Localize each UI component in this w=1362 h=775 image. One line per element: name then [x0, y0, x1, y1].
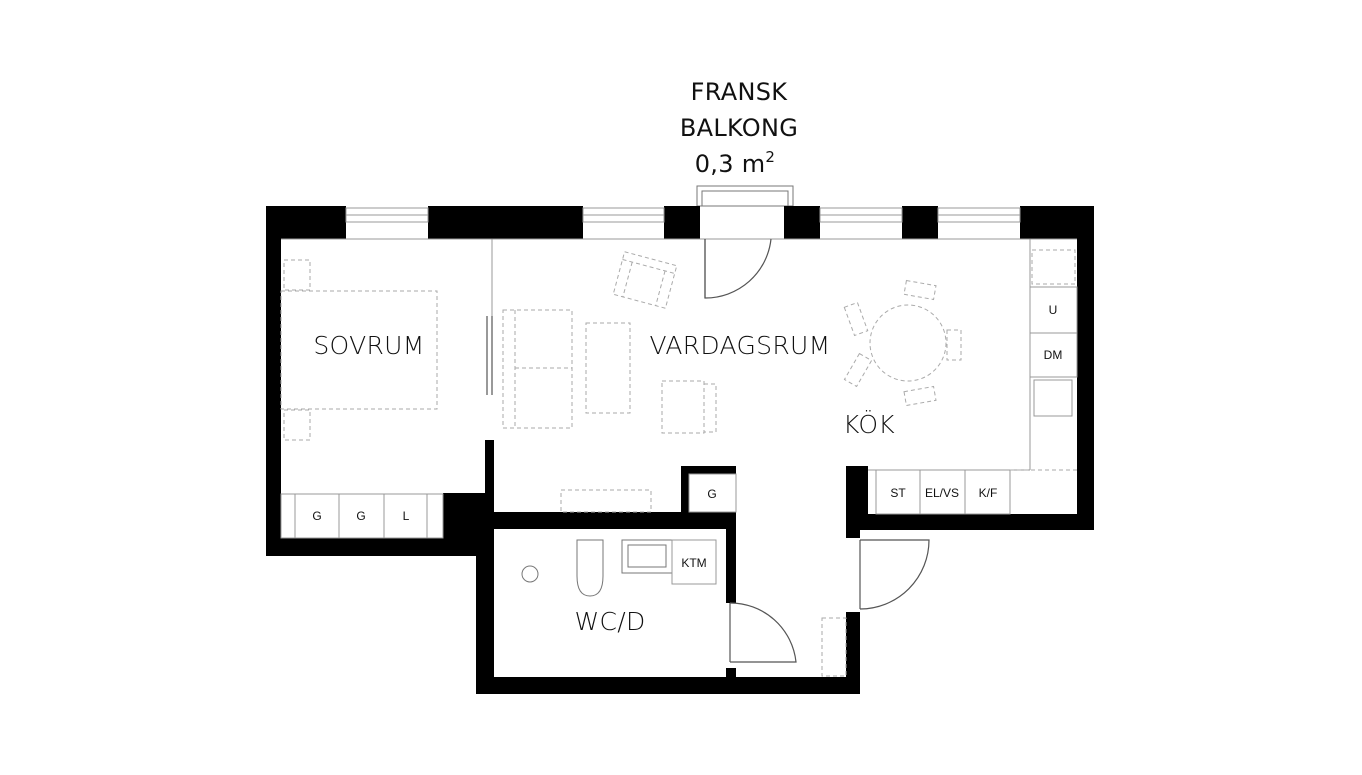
room-label-sovrum: SOVRUM: [313, 331, 424, 360]
balcony-area-value: 0,3 m: [695, 150, 766, 178]
kitchen-dm: DM: [1044, 348, 1063, 362]
kitchen-st: ST: [890, 486, 906, 500]
wardrobe-l: L: [403, 509, 410, 523]
balcony-area: 0,3 m2: [695, 148, 776, 178]
balcony-label-line2: BALKONG: [680, 114, 798, 142]
windows: [281, 207, 1077, 240]
dining-furniture: [843, 279, 962, 407]
room-label-vardagsrum: VARDAGSRUM: [650, 331, 831, 360]
bathroom-fixtures: KTM: [521, 539, 847, 677]
room-labels: SOVRUM VARDAGSRUM KÖK WC/D: [313, 331, 895, 636]
kitchen-el-vs: EL/VS: [925, 486, 959, 500]
french-balcony-rail: [696, 185, 794, 207]
room-label-kok: KÖK: [843, 409, 895, 439]
walls: [266, 206, 1094, 694]
kitchen-u: U: [1049, 303, 1058, 317]
kitchen-counter: U DM ST EL/VS K/F: [875, 249, 1078, 515]
doors: [704, 238, 930, 663]
wardrobe-g1: G: [312, 509, 321, 523]
balcony-area-sup: 2: [765, 148, 775, 166]
room-label-wc: WC/D: [574, 607, 645, 636]
balcony-label: FRANSK BALKONG 0,3 m2: [680, 78, 798, 178]
bedroom-furniture: G G L: [280, 259, 444, 539]
closet: G: [688, 473, 737, 513]
wardrobe-g2: G: [356, 509, 365, 523]
kitchen-kf: K/F: [979, 486, 998, 500]
balcony-label-line1: FRANSK: [691, 78, 789, 106]
closet-g: G: [707, 487, 716, 501]
bathroom-ktm: KTM: [681, 556, 706, 570]
